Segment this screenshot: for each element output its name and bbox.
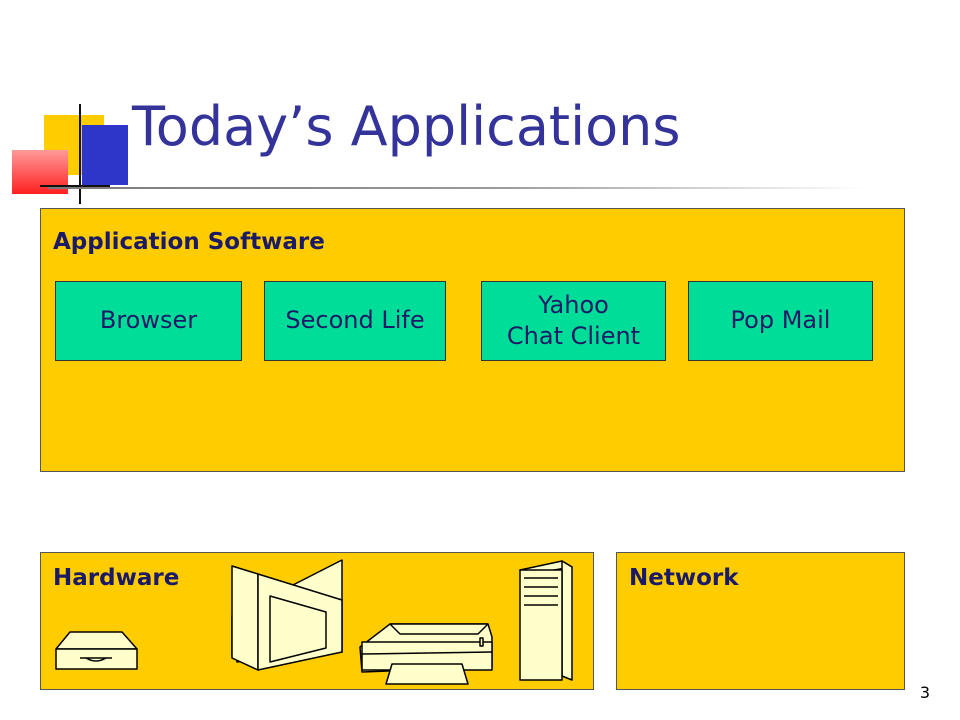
title-divider <box>48 187 866 189</box>
application-software-label: Application Software <box>53 229 325 255</box>
disk-drive-icon <box>55 631 138 670</box>
monitor-icon <box>231 559 343 671</box>
printer-icon <box>359 623 493 685</box>
app-label: Pop Mail <box>730 306 831 335</box>
app-label: Browser <box>99 306 198 335</box>
network-label: Network <box>629 565 739 591</box>
pop-mail-app-box[interactable]: Pop Mail <box>688 281 873 361</box>
page-number: 3 <box>919 683 930 702</box>
browser-app-box[interactable]: Browser <box>55 281 242 361</box>
app-label: Second Life <box>285 306 425 335</box>
app-label-line1: Yahoo <box>538 290 609 319</box>
hardware-devices-illustration <box>55 559 573 685</box>
slide-title: Today’s Applications <box>132 95 681 158</box>
app-label-line2: Chat Client <box>506 322 641 350</box>
network-panel: Network <box>616 552 905 690</box>
second-life-app-box[interactable]: Second Life <box>264 281 446 361</box>
tower-server-icon <box>519 560 573 681</box>
hardware-label: Hardware <box>53 565 180 591</box>
yahoo-chat-client-app-box[interactable]: Yahoo Chat Client <box>481 281 666 361</box>
